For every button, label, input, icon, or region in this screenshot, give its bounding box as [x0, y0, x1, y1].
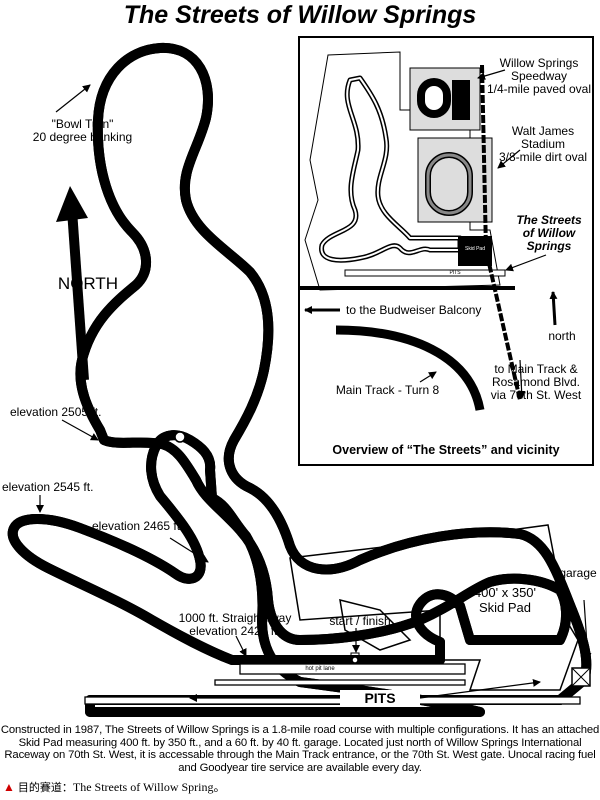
- straightaway-label-line1: 1000 ft. Straightaway: [178, 611, 292, 625]
- red-triangle-icon: ▲: [3, 780, 15, 794]
- stadium-label-line2: Stadium: [520, 137, 566, 151]
- speedway-label: Willow Springs Speedway 1/4-mile paved o…: [484, 57, 594, 96]
- bowl-turn-label-line2: 20 degree banking: [32, 130, 133, 144]
- inset-caption: Overview of “The Streets” and vicinity: [332, 443, 560, 457]
- elevation-2465-label: elevation 2465 ft.: [92, 519, 184, 533]
- garage-pointer: [583, 599, 592, 661]
- pits-label: PITS: [340, 690, 420, 706]
- page-title: The Streets of Willow Springs: [123, 1, 477, 29]
- main-track-turn8-arc: [335, 325, 485, 411]
- inset-pits-label: PITS: [449, 270, 461, 276]
- inset-property-outline: [304, 51, 501, 291]
- main-track-label-line3: via 70th St. West: [490, 388, 582, 402]
- roundabout-marker: [174, 431, 186, 443]
- garage-icon: [571, 667, 591, 687]
- elev-2505-pointer: [61, 419, 99, 441]
- streets-inset-label-line1: The Streets: [516, 213, 582, 227]
- elevation-2545-label: elevation 2545 ft.: [2, 480, 94, 494]
- skid-pad-label: 400' x 350' Skid Pad: [455, 585, 555, 615]
- bowl-turn-pointer: [55, 84, 91, 113]
- main-track-pointer: [517, 359, 526, 399]
- seventieth-street-road: [480, 64, 522, 401]
- footer: ▲目的賽道：The Streets of Willow Spring。: [3, 780, 226, 795]
- turn8-label: Main Track - Turn 8: [335, 383, 440, 397]
- main-track-label-line2: Rosamond Blvd.: [491, 375, 581, 389]
- speedway-label-line2: Speedway: [510, 69, 568, 83]
- speedway-pointer: [477, 69, 506, 80]
- streets-inset-label-line2: of Willow: [522, 226, 576, 240]
- skid-pad-label-line2: Skid Pad: [478, 600, 532, 615]
- north-small-arrow-icon: [549, 291, 558, 326]
- north-label: NORTH: [57, 274, 119, 293]
- garage-label: garage: [559, 566, 597, 580]
- turn8-pointer: [419, 371, 437, 383]
- speedway-label-line3: 1/4-mile paved oval: [486, 82, 592, 96]
- bowl-turn-label-line1: "Bowl Turn": [51, 117, 114, 131]
- balcony-label: to the Budweiser Balcony: [346, 303, 482, 317]
- streets-pointer: [505, 254, 547, 272]
- north-small-label: north: [548, 329, 576, 343]
- footer-label: 目的賽道：: [17, 781, 73, 794]
- pits-arrow-right: [419, 678, 541, 699]
- bowl-turn-label: "Bowl Turn" 20 degree banking: [15, 118, 150, 144]
- stadium-label: Walt James Stadium 3/8-mile dirt oval: [494, 125, 592, 164]
- hot-pit-lane: [239, 663, 466, 675]
- pits-lane: [84, 696, 581, 705]
- skid-pad-label-line1: 400' x 350': [473, 585, 537, 600]
- straightaway-label-line2: elevation 2425 ft.: [189, 624, 281, 638]
- inset-pits-road: [344, 269, 506, 277]
- main-track-label-line1: to Main Track &: [494, 362, 578, 376]
- speedway-label-line1: Willow Springs: [499, 56, 579, 70]
- skid-pad-outline: [289, 524, 579, 691]
- elev-2465-pointer: [169, 537, 209, 563]
- north-arrow-icon: [56, 186, 88, 222]
- straightaway-label: 1000 ft. Straightaway elevation 2425 ft.: [170, 612, 300, 638]
- main-track-label: to Main Track & Rosamond Blvd. via 70th …: [480, 363, 592, 402]
- hot-pit-lane-label: hot pit lane: [305, 666, 335, 672]
- pit-road: [214, 679, 466, 686]
- stadium-label-line1: Walt James: [511, 124, 575, 138]
- road-course: [13, 48, 587, 712]
- stadium-label-line3: 3/8-mile dirt oval: [498, 150, 588, 164]
- footer-value: The Streets of Willow Spring。: [72, 780, 226, 794]
- inset-main-road: [300, 286, 515, 290]
- streets-inset-label-line3: Springs: [526, 239, 572, 253]
- straightaway-pointer: [235, 635, 247, 657]
- inset-skid-pad-label: Skid Pad: [464, 246, 485, 252]
- elevation-2505-label: elevation 2505 ft.: [10, 405, 102, 419]
- streets-inset-label: The Streets of Willow Springs: [506, 214, 592, 253]
- description-paragraph: Constructed in 1987, The Streets of Will…: [0, 724, 600, 774]
- infield-segment: [339, 598, 412, 651]
- stadium-pointer: [497, 149, 521, 169]
- start-finish-marker: [351, 656, 359, 664]
- start-finish-label: start / finish: [329, 614, 391, 628]
- north-arrow-shaft: [67, 209, 89, 381]
